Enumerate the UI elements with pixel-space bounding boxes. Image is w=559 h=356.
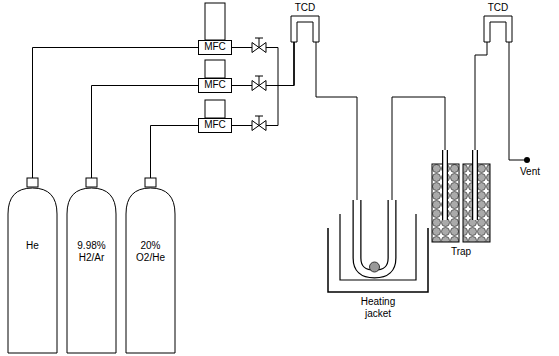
heating-jacket: Heating jacket [326,200,430,325]
mfc-stem [205,3,225,40]
gas-cylinder: 9.98% H2/Ar [64,178,119,354]
trap-outline [430,150,492,262]
gas-line [151,126,199,179]
tcd-detector: TCD [289,2,321,42]
node-label: TCD [295,2,316,14]
cyl-outline [64,178,119,354]
vent-dot [524,157,530,163]
gas-line [33,48,199,179]
node-label: TCD [488,2,509,14]
valve-symbol [252,76,266,91]
node-label: Heating jacket [348,296,408,320]
gas-cylinder: 20% O2/He [123,178,178,354]
cyl-outline [123,178,178,354]
mfc-box: MFC [198,40,232,55]
valve-symbol [252,116,266,131]
gas-line [475,42,487,150]
gas-cylinder: He [5,178,60,354]
node-label: 9.98% H2/Ar [70,240,114,264]
cyl-outline [5,178,60,354]
valve-group [252,38,266,131]
node-label: He [26,240,39,252]
mfc-box: MFC [198,118,232,133]
vent-line [509,42,527,160]
node-label: MFC [204,79,226,91]
node-label: 20% O2/He [129,240,173,264]
trap-column: Trap [430,150,492,262]
node-label: MFC [204,41,226,53]
mfc-stem [205,60,225,78]
gas-line [316,42,357,200]
mfc-stem [205,100,225,118]
valve-symbol [252,38,266,53]
node-label: MFC [204,119,226,131]
node-label: Trap [451,246,471,258]
gas-line [232,42,294,126]
vent-label: Vent [520,166,540,178]
mfc-box: MFC [198,78,232,93]
gas-line [92,86,199,179]
tcd-detector: TCD [482,2,514,42]
